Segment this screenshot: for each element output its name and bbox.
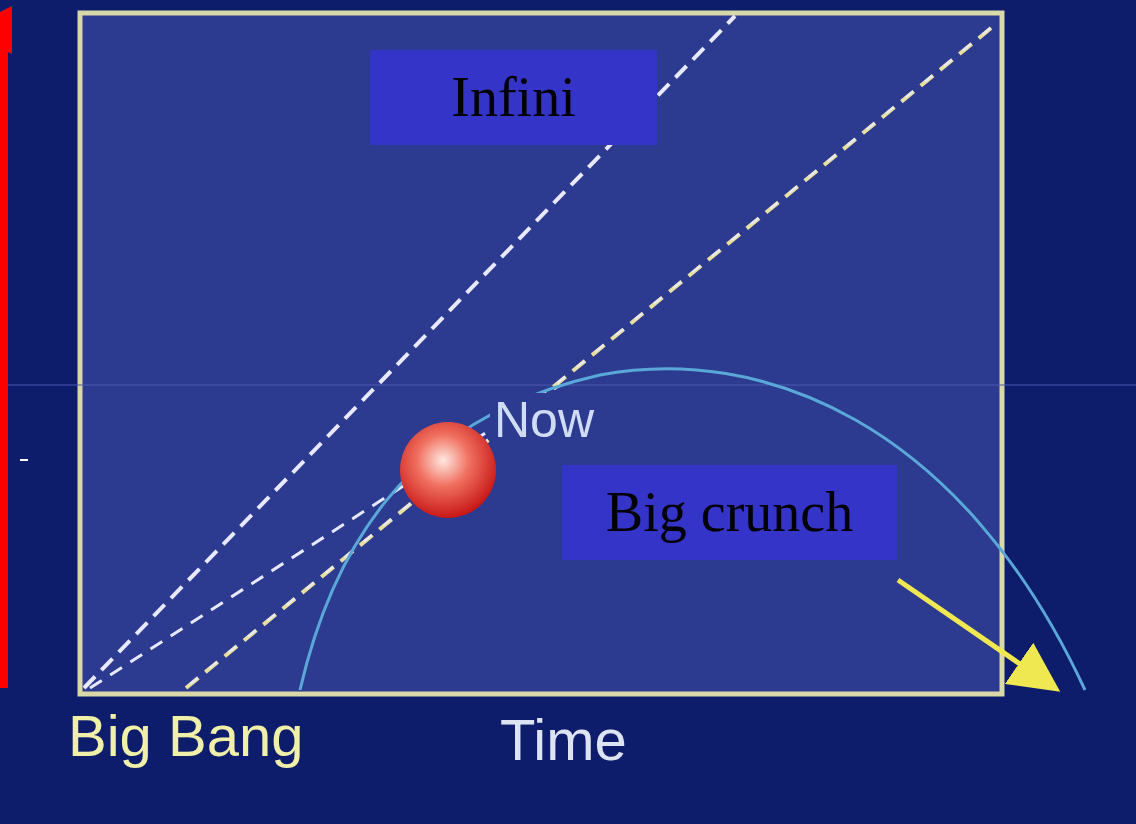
box-text: Big crunch bbox=[606, 482, 853, 544]
crunch-curve bbox=[300, 369, 1085, 690]
now-label: Now bbox=[490, 393, 598, 448]
universe-sphere bbox=[400, 422, 496, 518]
time-axis-label: Time bbox=[500, 708, 627, 772]
dashed-expansion bbox=[84, 16, 735, 688]
axis-arrow bbox=[0, 30, 8, 688]
pointer-arrow bbox=[898, 580, 1052, 686]
label-box: Big crunch bbox=[562, 465, 897, 560]
box-text: Infini bbox=[451, 67, 575, 129]
dashed-expansion bbox=[190, 20, 1000, 684]
label-box: Infini bbox=[370, 50, 657, 145]
big-bang-label: Big Bang bbox=[68, 704, 303, 768]
plot-area bbox=[80, 13, 1002, 694]
tick bbox=[20, 459, 28, 461]
